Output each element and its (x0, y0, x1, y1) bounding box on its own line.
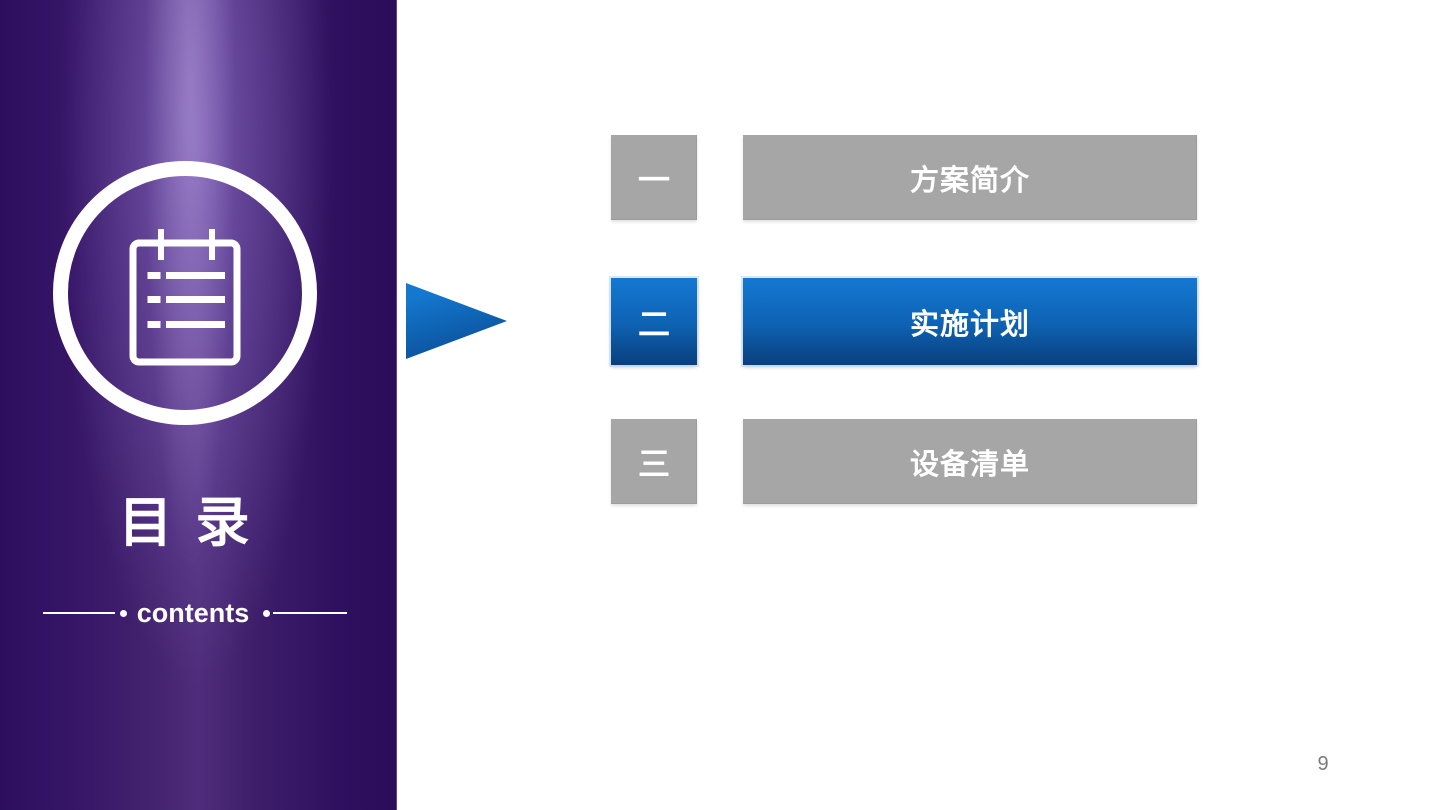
divider-line-right (273, 612, 348, 614)
toc-item-3-number[interactable]: 三 (611, 419, 697, 504)
contents-sidebar: 目 录 contents (0, 0, 397, 810)
toc-item-2-number[interactable]: 二 (611, 278, 697, 365)
notepad-list-icon (129, 229, 241, 366)
divider-line-left (42, 612, 115, 614)
slide-page-number: 9 (1317, 753, 1329, 775)
divider-dot-left (119, 609, 127, 617)
contents-title: 目 录 (118, 493, 254, 553)
contents-subtitle: contents (136, 598, 250, 628)
toc-item-1-label[interactable]: 方案简介 (743, 135, 1197, 220)
contents-subtitle-row: contents (33, 598, 357, 628)
toc-item-3-label[interactable]: 设备清单 (743, 419, 1197, 504)
divider-dot-right (263, 609, 271, 617)
toc-item-2-label[interactable]: 实施计划 (743, 278, 1197, 365)
right-triangle-icon (406, 283, 507, 359)
toc-item-1-number[interactable]: 一 (611, 135, 697, 220)
